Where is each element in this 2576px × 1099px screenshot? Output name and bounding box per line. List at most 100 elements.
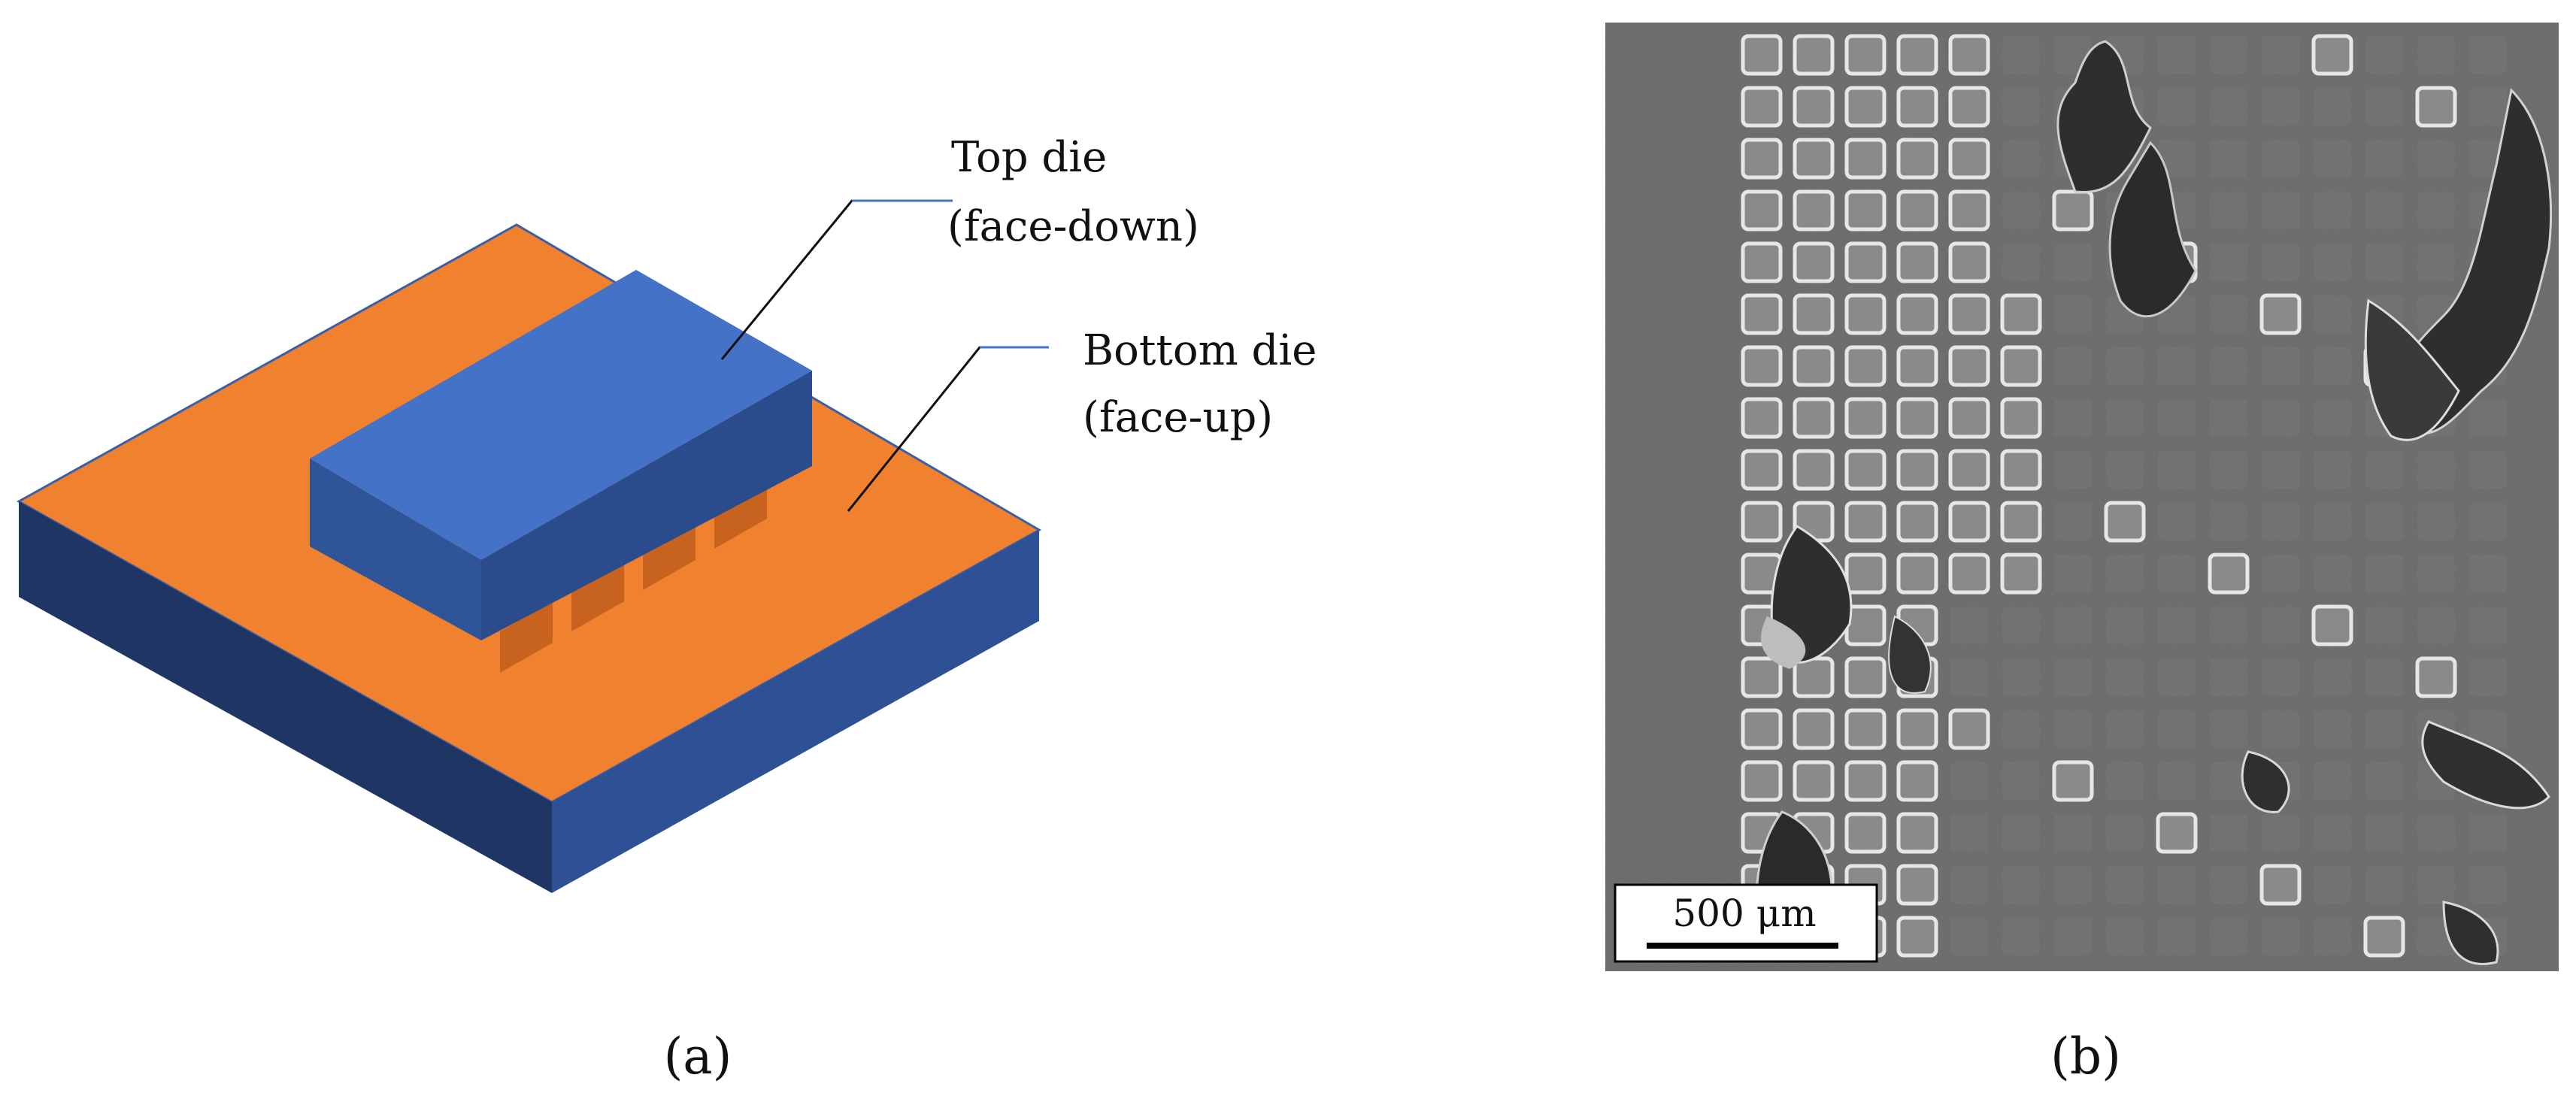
- pad-imprint: [2417, 503, 2455, 540]
- bond-pad: [1896, 916, 1938, 958]
- bond-pad: [1741, 345, 1783, 387]
- pad-imprint: [2158, 451, 2196, 489]
- bond-pad: [2311, 34, 2353, 76]
- pad-imprint: [2210, 88, 2247, 126]
- bond-pad: [2311, 604, 2353, 646]
- top-die-label-line1: Top die: [951, 133, 1107, 182]
- pad-imprint: [2054, 399, 2092, 437]
- bond-pad: [1948, 449, 1990, 491]
- bond-pad: [1896, 501, 1938, 543]
- pad-imprint: [2054, 347, 2092, 385]
- bond-pad: [2104, 501, 2146, 543]
- bond-pad: [1844, 812, 1887, 854]
- bond-pad: [2156, 812, 2198, 854]
- bond-pad: [2208, 553, 2250, 595]
- pad-imprint: [2469, 399, 2507, 437]
- pad-imprint: [2158, 140, 2196, 177]
- pad-imprint: [2210, 36, 2247, 74]
- bond-pad: [1793, 708, 1835, 750]
- pad-imprint: [2314, 762, 2351, 800]
- pad-imprint: [2262, 918, 2299, 955]
- pad-imprint: [2002, 866, 2040, 904]
- bond-pad: [1948, 34, 1990, 76]
- bump-row: [500, 477, 767, 673]
- pad-imprint: [2158, 347, 2196, 385]
- pad-imprint: [2210, 192, 2247, 229]
- bond-pad: [1793, 760, 1835, 802]
- pad-imprint: [2262, 503, 2299, 540]
- bottom-die-label-line1: Bottom die: [1083, 326, 1317, 375]
- pad-imprint: [2262, 140, 2299, 177]
- pad-imprint: [2314, 710, 2351, 748]
- bond-pad: [1844, 293, 1887, 335]
- pad-imprint: [2054, 866, 2092, 904]
- pad-imprint: [2417, 814, 2455, 852]
- bond-pad: [1948, 553, 1990, 595]
- pad-imprint: [2210, 451, 2247, 489]
- bond-pad: [1741, 138, 1783, 180]
- pad-imprint: [2002, 140, 2040, 177]
- bond-pad: [1844, 604, 1887, 646]
- bond-pad: [1896, 397, 1938, 439]
- bottom-die-front-face: [19, 501, 552, 893]
- bond-pad: [1896, 345, 1938, 387]
- pad-imprint: [2158, 555, 2196, 592]
- pad-imprint: [2262, 710, 2299, 748]
- pad-imprint: [2054, 607, 2092, 644]
- pad-imprint: [2210, 814, 2247, 852]
- pad-imprint: [2262, 451, 2299, 489]
- pad-imprint: [2210, 347, 2247, 385]
- pad-imprint: [2106, 451, 2144, 489]
- pad-imprint: [2365, 451, 2403, 489]
- bond-pad: [2000, 345, 2042, 387]
- top-die-right-face: [481, 371, 812, 640]
- bond-pad: [1948, 501, 1990, 543]
- pad-imprint: [2417, 451, 2455, 489]
- pad-imprint: [2417, 36, 2455, 74]
- bond-pad: [1844, 345, 1887, 387]
- bond-pad: [1896, 293, 1938, 335]
- pad-imprint: [2314, 503, 2351, 540]
- pad-imprint: [2002, 658, 2040, 696]
- bond-pad: [1844, 708, 1887, 750]
- pad-imprint: [2417, 140, 2455, 177]
- pad-imprint: [2054, 658, 2092, 696]
- pad-imprint: [2469, 814, 2507, 852]
- pad-imprint: [2365, 607, 2403, 644]
- pad-imprint: [2054, 555, 2092, 592]
- bond-pad: [1844, 189, 1887, 232]
- bond-pad: [2000, 449, 2042, 491]
- bottom-die-label-line2: (face-up): [1083, 393, 1273, 442]
- pad-imprint: [2002, 814, 2040, 852]
- pad-imprint: [1950, 918, 1988, 955]
- bond-pad: [2052, 189, 2094, 232]
- pad-imprint: [2158, 88, 2196, 126]
- bond-pad: [2415, 656, 2457, 698]
- pad-imprint: [2365, 555, 2403, 592]
- bond-pad: [1896, 189, 1938, 232]
- panel-a-diagram: Top die (face-down) Bottom die (face-up)…: [16, 133, 1317, 1085]
- bond-pad: [1844, 760, 1887, 802]
- pad-imprint: [2365, 866, 2403, 904]
- bond-pad: [1793, 34, 1835, 76]
- bond-pad: [1844, 86, 1887, 128]
- top-die-top-face: [310, 270, 812, 560]
- bond-pad: [1741, 760, 1783, 802]
- pad-imprint: [2314, 918, 2351, 955]
- pad-imprint: [2158, 607, 2196, 644]
- solder-bump: [571, 560, 624, 631]
- pad-imprint: [2210, 607, 2247, 644]
- bond-pad: [1844, 241, 1887, 283]
- pad-imprint: [2158, 710, 2196, 748]
- pad-imprint: [2158, 866, 2196, 904]
- bond-pad: [2363, 916, 2405, 958]
- pad-imprint: [2002, 244, 2040, 281]
- pad-imprint: [2158, 503, 2196, 540]
- bond-pad: [2415, 86, 2457, 128]
- pad-imprint: [2002, 762, 2040, 800]
- bond-pad: [1793, 449, 1835, 491]
- pad-imprint: [2469, 503, 2507, 540]
- bond-pad: [1844, 449, 1887, 491]
- bond-pad: [1844, 34, 1887, 76]
